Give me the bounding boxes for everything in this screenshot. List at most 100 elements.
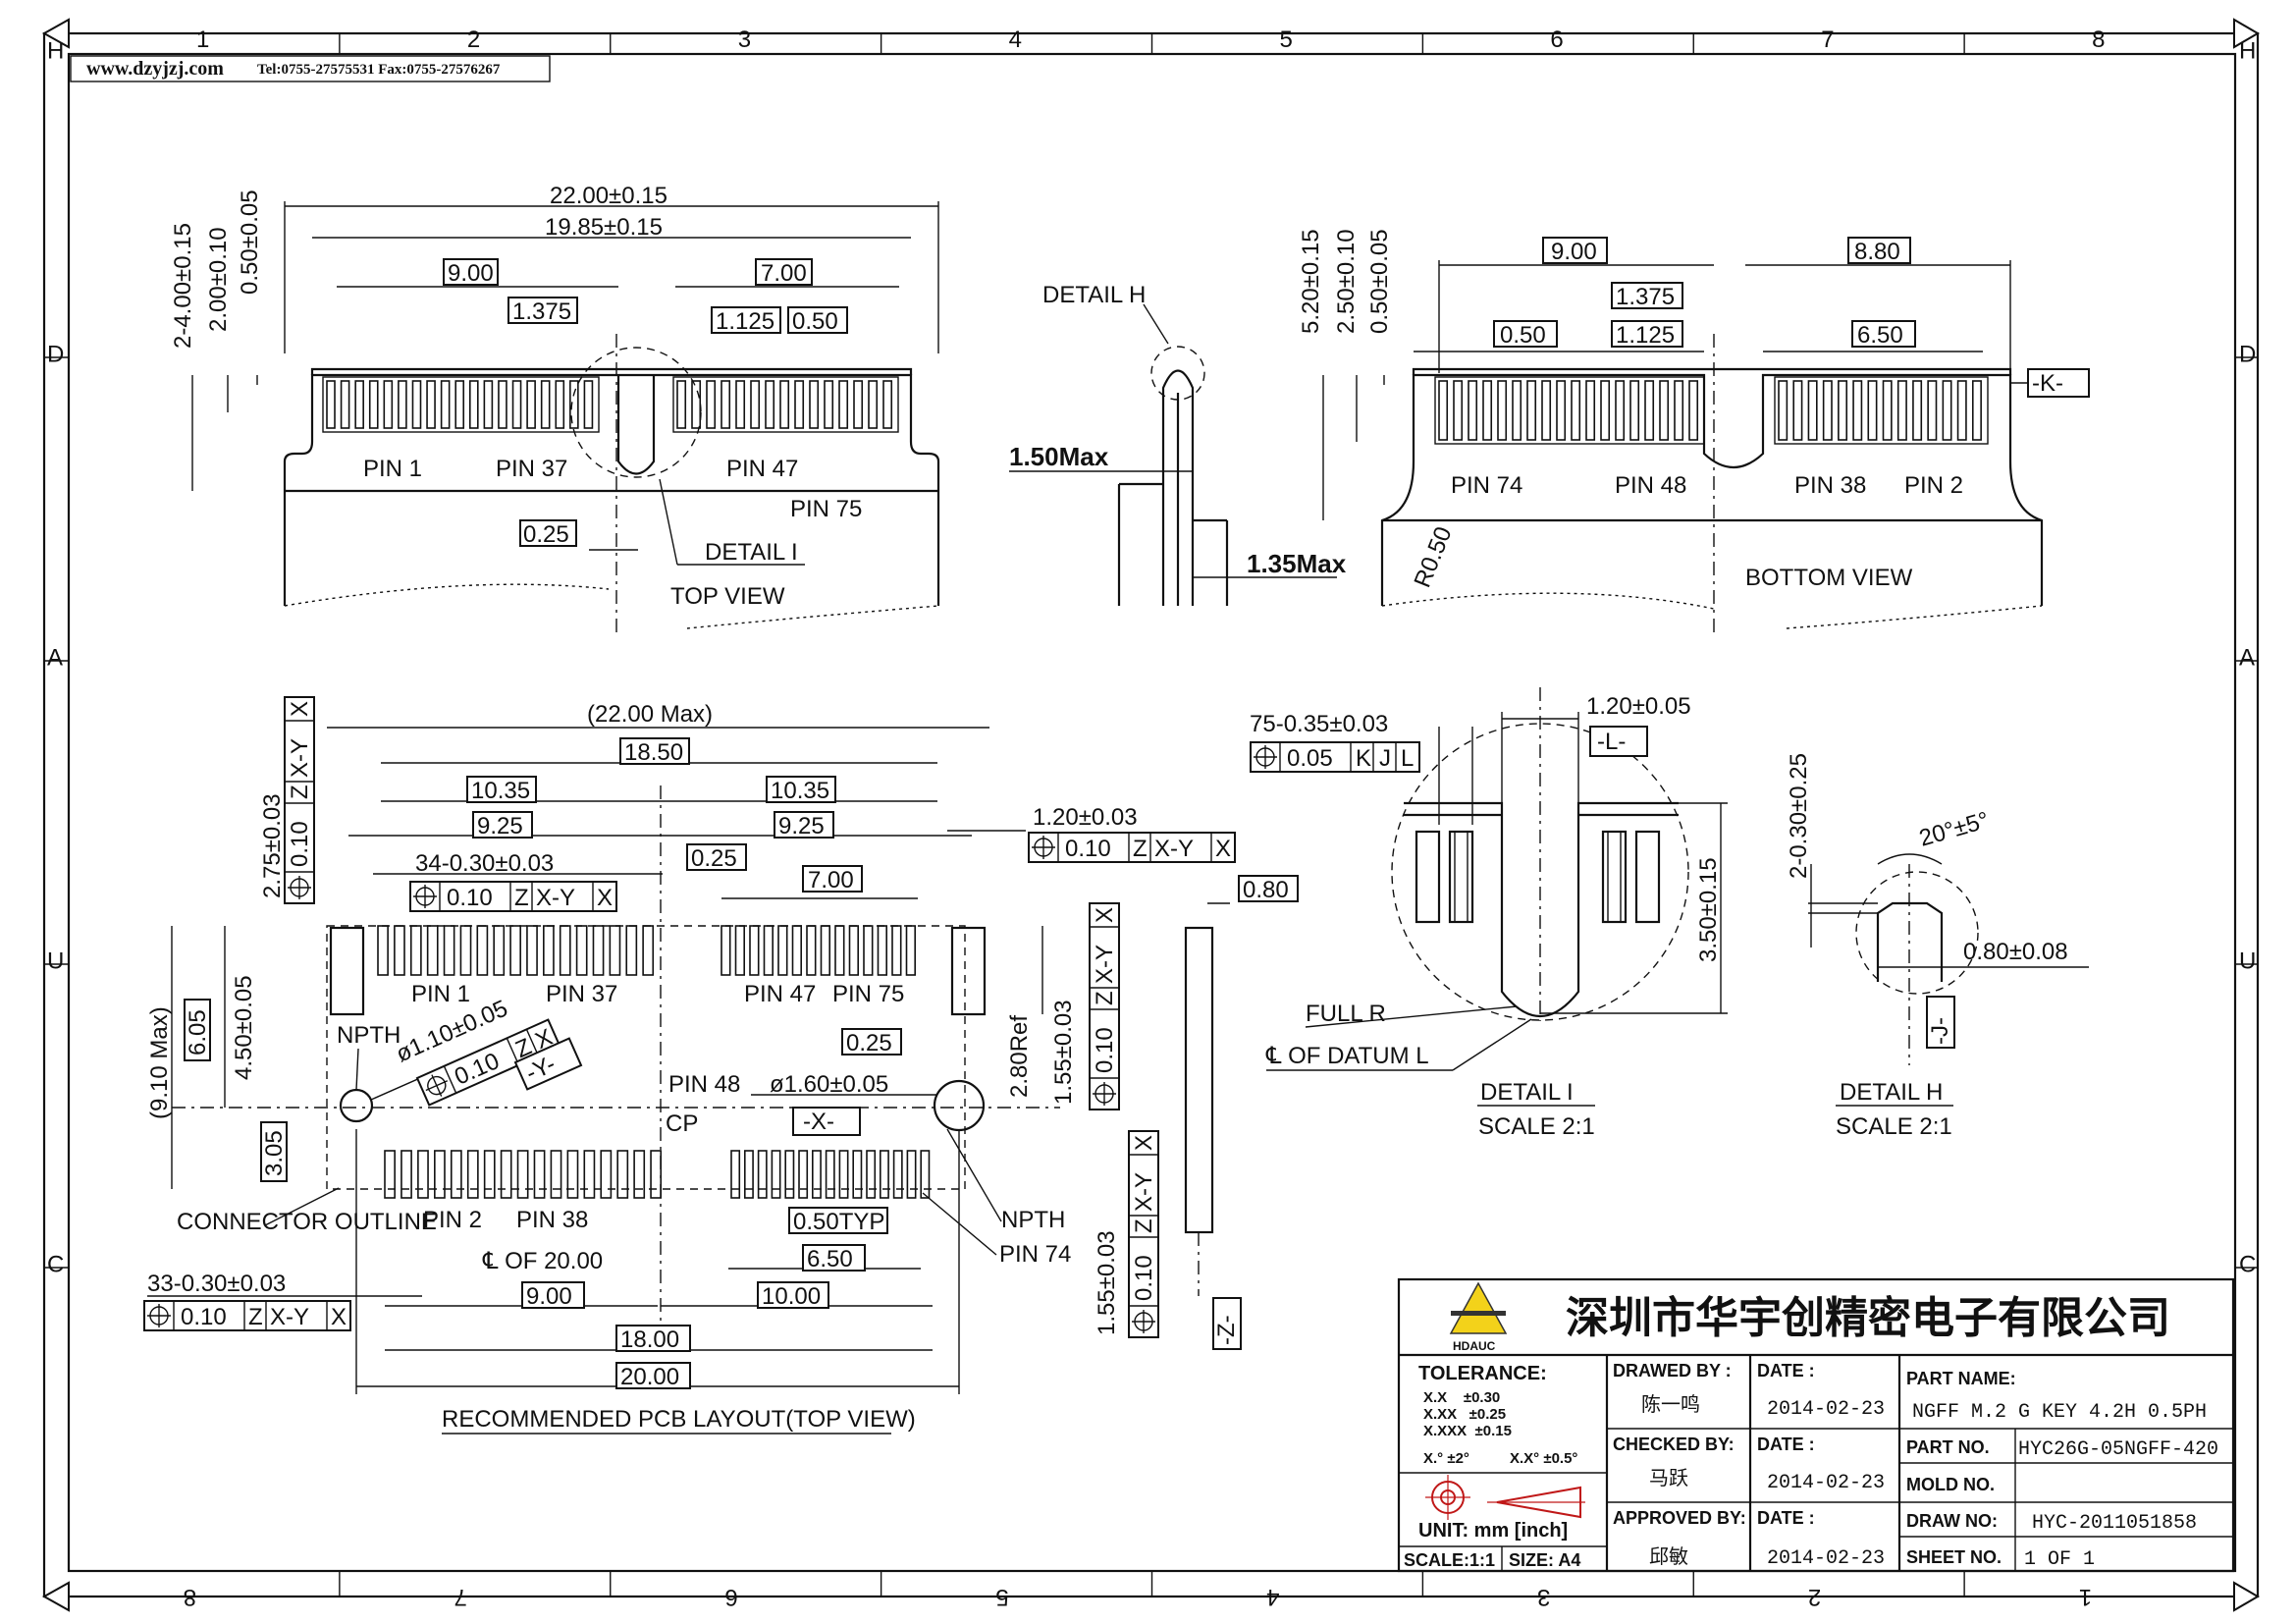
pcb-pad (834, 925, 845, 976)
pcb-fcf3-val: 0.10 (181, 1304, 227, 1330)
zone-label-top: 5 (1279, 27, 1292, 53)
pin-row-outline (672, 376, 899, 433)
contact-pin (383, 380, 394, 429)
pcb-dim-925b: 9.25 (778, 813, 825, 839)
contact-pin (454, 380, 465, 429)
pcb-pad (476, 925, 489, 976)
contact-pin (1912, 380, 1923, 441)
size-text: SIZE: A4 (1509, 1550, 1580, 1570)
approved-by-label: APPROVED BY: (1613, 1508, 1746, 1528)
contact-pin (1600, 380, 1611, 441)
part-name-value: NGFF M.2 G KEY 4.2H 0.5PH (1912, 1401, 2207, 1424)
pcb-pin37: PIN 37 (546, 981, 617, 1007)
zone-label-right: H (2239, 38, 2256, 65)
pcb-vdim-605: 6.05 (185, 1009, 211, 1056)
pcb-pad (848, 925, 859, 976)
contact-pin (326, 380, 336, 429)
svg-text:K: K (1356, 745, 1371, 772)
pcb-pad (625, 925, 638, 976)
zone-label-top: 1 (196, 27, 209, 53)
pcb-pin74: PIN 74 (999, 1241, 1071, 1268)
pcb-dim-025b: 0.25 (846, 1030, 892, 1056)
pcb-dim-1850: 18.50 (624, 739, 683, 766)
contact-pin (868, 380, 879, 429)
pcb-dim-050typ: 0.50TYP (793, 1209, 884, 1235)
pcb-pad (650, 1150, 663, 1199)
zone-label-bottom: 7 (454, 1584, 466, 1610)
checked-by-label: CHECKED BY: (1613, 1435, 1735, 1454)
tv-vdim-200: 2.00±0.10 (205, 227, 232, 332)
contact-pin (1644, 380, 1655, 441)
dh-dim-2x030: 2-0.30±0.25 (1786, 753, 1812, 879)
bv-caption: BOTTOM VIEW (1745, 565, 1913, 591)
contact-pin (1615, 380, 1626, 441)
pcb-pad (616, 1150, 629, 1199)
pcb-pad (920, 1150, 931, 1199)
contact-pin (1688, 380, 1699, 441)
contact-pin (1942, 380, 1952, 441)
pcb-pad (559, 925, 571, 976)
bv-vdim-520: 5.20±0.15 (1298, 229, 1324, 334)
pcb-pin1: PIN 1 (411, 981, 470, 1007)
tv-dim-025: 0.25 (523, 521, 569, 548)
pcb-fcf1-val: 0.10 (447, 885, 493, 911)
pcb-pad (575, 925, 588, 976)
di-scale: SCALE 2:1 (1478, 1113, 1595, 1140)
pcb-dim-700: 7.00 (808, 867, 854, 893)
pcb-pad (526, 925, 538, 976)
pcb-fcfv3-z: Z (1131, 1218, 1157, 1233)
zone-label-left: C (47, 1252, 64, 1278)
dh-scale: SCALE 2:1 (1836, 1113, 1952, 1140)
pcb-pad (784, 1150, 795, 1199)
tv-dim-050: 0.50 (792, 308, 838, 335)
date-label-3: DATE : (1757, 1508, 1815, 1528)
pcb-pad (791, 925, 802, 976)
tv-dim-inner: 19.85±0.15 (545, 214, 663, 241)
pcb-dim-080: 0.80 (1243, 877, 1289, 903)
zone-label-right: A (2239, 645, 2255, 672)
pcb-pad (771, 1150, 781, 1199)
pcb-fcf2-z: Z (1133, 836, 1148, 862)
date-label-2: DATE : (1757, 1435, 1815, 1454)
pcb-pad (566, 1150, 579, 1199)
projection-symbol-icon (1425, 1475, 1585, 1520)
part-no-label: PART NO. (1906, 1437, 1990, 1457)
pcb-dim-34pins: 34-0.30±0.03 (415, 850, 554, 877)
zone-label-bottom: 4 (1266, 1584, 1279, 1610)
pcb-fcf-v1: X X-Y Z 0.10 (284, 696, 315, 904)
pcb-pin47: PIN 47 (744, 981, 816, 1007)
bv-datum-k: -K- (2032, 370, 2063, 397)
zone-label-left: A (47, 645, 63, 672)
date-label-1: DATE : (1757, 1361, 1815, 1380)
pcb-pad (543, 925, 555, 976)
pcb-fcf-v3: X X-Y Z 0.10 (1128, 1130, 1159, 1338)
title-block: HDAUC 深圳市华宇创精密电子有限公司 TOLERANCE: X.X ±0.3… (1397, 1277, 2235, 1573)
contact-pin (483, 380, 494, 429)
contact-pin (779, 380, 790, 429)
pcb-centerline: ℄ OF 20.00 (482, 1248, 603, 1274)
mold-no-label: MOLD NO. (1906, 1475, 1995, 1494)
tv-pin-1: PIN 1 (363, 456, 422, 482)
zone-label-top: 4 (1009, 27, 1022, 53)
pcb-pad (863, 925, 874, 976)
pcb-pin38: PIN 38 (516, 1207, 588, 1233)
contact-pin (1956, 380, 1967, 441)
contact-pin (398, 380, 407, 429)
pcb-fcfv3-xy: X-Y (1131, 1172, 1157, 1212)
contact-pin (1674, 380, 1684, 441)
pcb-fcfv1-val: 0.10 (287, 821, 313, 867)
contact-pin (368, 380, 379, 429)
checked-by-value: 马跃 (1649, 1467, 1688, 1489)
pcb-fcf2-val: 0.10 (1065, 836, 1111, 862)
tv-dim-1125: 1.125 (716, 308, 774, 335)
pcb-pad (592, 925, 605, 976)
contact-pin (1792, 380, 1803, 441)
tv-vdim-height: 2-4.00±0.15 (170, 223, 196, 349)
contact-pin (676, 380, 687, 429)
di-dim-75pins: 75-0.35±0.03 (1250, 711, 1388, 737)
di-dim-350: 3.50±0.15 (1695, 857, 1722, 962)
contact-pin (440, 380, 451, 429)
dh-datum-j: -J- (1927, 1017, 1953, 1045)
date-value-2: 2014-02-23 (1767, 1472, 1885, 1494)
contact-pin (540, 380, 551, 429)
